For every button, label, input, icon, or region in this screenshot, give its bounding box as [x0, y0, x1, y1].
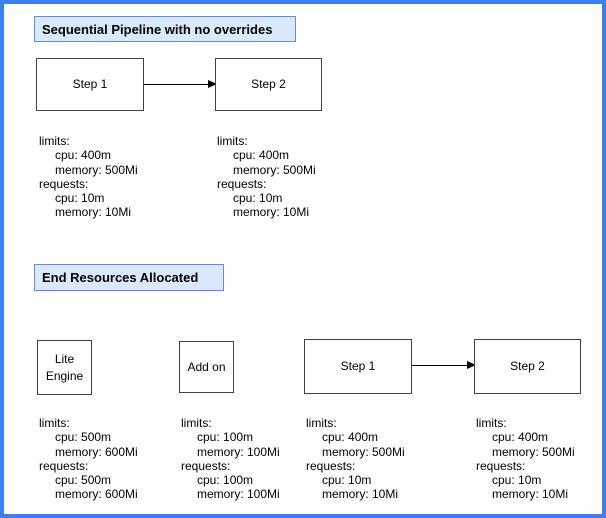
node-lite-engine-label-line1: Lite [54, 351, 75, 366]
resource-line: limits: [217, 134, 248, 148]
node-pipeline-step1: Step 1 [36, 58, 144, 111]
section-title-end-resources: End Resources Allocated [34, 264, 224, 291]
resource-line: limits: [39, 416, 70, 430]
resource-block-pipeline-step1: limits: cpu: 400m memory: 500Mi requests… [39, 134, 138, 220]
resource-line: memory: 10Mi [55, 205, 132, 220]
node-add-on-label: Add on [187, 359, 226, 374]
resource-line: memory: 500Mi [233, 162, 316, 177]
resource-line: cpu: 400m [492, 430, 549, 445]
resource-block-add-on: limits: cpu: 100m memory: 100Mi requests… [181, 416, 280, 502]
resource-line: requests: [181, 458, 231, 473]
arrow-pipeline-step1-to-step2 [144, 79, 217, 88]
resource-block-lite-engine: limits: cpu: 500m memory: 600Mi requests… [39, 416, 138, 502]
resource-line: limits: [476, 416, 507, 430]
node-end-step1-label: Step 1 [340, 359, 376, 373]
node-end-step2-label: Step 2 [510, 359, 545, 373]
resource-line: cpu: 500m [55, 430, 112, 445]
resource-line: memory: 500Mi [55, 162, 138, 177]
resource-line: cpu: 10m [55, 191, 105, 206]
resource-line: cpu: 500m [55, 473, 112, 488]
resource-line: limits: [306, 416, 337, 430]
arrow-end-step1-to-step2 [412, 360, 476, 369]
resource-line: limits: [39, 134, 70, 148]
resource-line: memory: 500Mi [322, 444, 405, 459]
resource-line: memory: 600Mi [55, 444, 138, 459]
resource-line: cpu: 100m [197, 430, 254, 445]
node-end-step2: Step 2 [474, 339, 581, 394]
node-lite-engine: Lite Engine [37, 340, 92, 395]
resource-line: cpu: 400m [55, 148, 112, 163]
resource-block-pipeline-step2: limits: cpu: 400m memory: 500Mi requests… [217, 134, 316, 220]
node-lite-engine-label-line2: Engine [45, 368, 84, 383]
resource-block-end-step2: limits: cpu: 400m memory: 500Mi requests… [476, 416, 575, 502]
resource-line: requests: [39, 458, 89, 473]
resource-line: memory: 100Mi [197, 487, 280, 502]
resource-line: cpu: 10m [492, 473, 542, 488]
resource-line: memory: 600Mi [55, 487, 138, 502]
node-pipeline-step1-label: Step 1 [72, 77, 108, 91]
node-end-step1: Step 1 [304, 339, 412, 394]
resource-line: memory: 10Mi [492, 487, 569, 502]
section-title-sequential-pipeline: Sequential Pipeline with no overrides [34, 16, 296, 42]
resource-line: memory: 10Mi [233, 205, 310, 220]
resource-line: memory: 100Mi [197, 444, 280, 459]
node-add-on: Add on [179, 341, 234, 393]
resource-line: requests: [306, 458, 356, 473]
resource-line: requests: [476, 458, 526, 473]
node-pipeline-step2: Step 2 [215, 58, 322, 111]
resource-block-end-step1: limits: cpu: 400m memory: 500Mi requests… [306, 416, 405, 502]
node-pipeline-step2-label: Step 2 [251, 77, 286, 91]
resource-line: memory: 10Mi [322, 487, 399, 502]
resource-line: cpu: 10m [233, 191, 283, 206]
resource-line: requests: [217, 176, 267, 191]
resource-line: limits: [181, 416, 212, 430]
resource-line: requests: [39, 176, 89, 191]
resource-line: cpu: 400m [233, 148, 290, 163]
resource-line: cpu: 100m [197, 473, 254, 488]
resource-line: cpu: 10m [322, 473, 372, 488]
resource-line: cpu: 400m [322, 430, 379, 445]
resource-line: memory: 500Mi [492, 444, 575, 459]
